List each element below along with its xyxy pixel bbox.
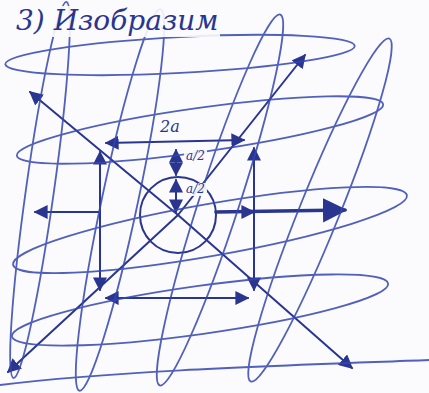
dimension-label: a/2 — [184, 150, 207, 163]
dimension-label: 2a — [158, 118, 182, 136]
heading-note: 3) Изобразим — [14, 6, 220, 37]
dimension-label: a/2 — [184, 183, 207, 196]
